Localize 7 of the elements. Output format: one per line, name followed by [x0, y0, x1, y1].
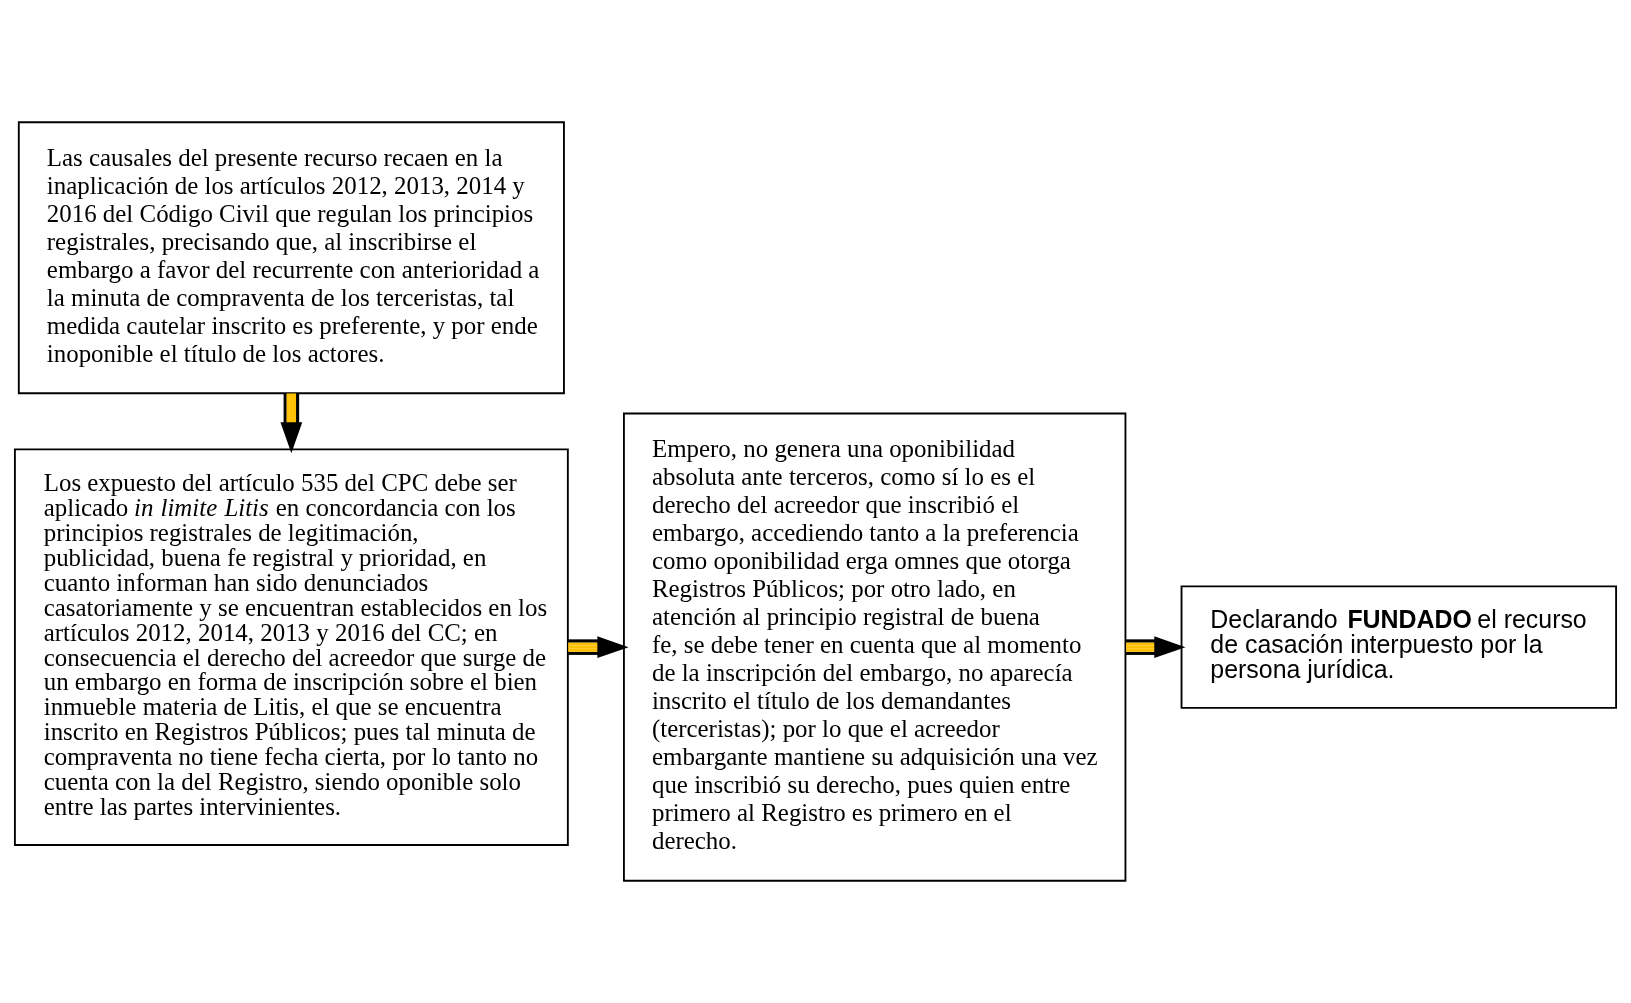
arrow [568, 636, 629, 659]
node-box: Declarando FUNDADO el recurso de casación interpuesto por la persona jurídica. [1180, 585, 1618, 709]
arrow [280, 393, 303, 454]
arrow [1126, 636, 1186, 659]
node-box: Las causales del presente recurso recaen en la inaplicación de los artículos 2012, 2013, 2014 y 2016 del Código Civil que regulan los principios registrales, precisando que, al inscribirse el embargo a favor del recurrente con anterioridad a la minuta de compraventa de los terceristas, tal medida cautelar inscrito es preferente, y por ende inoponible el título de los actores. [17, 121, 565, 395]
node-box: Empero, no genera una oponibilidad absoluta ante terceros, como sí lo es el derecho del acreedor que inscribió el embargo, accediendo tanto a la preferencia como oponibilidad erga omnes que otorga Registros Públicos; por otro lado, en atención al principio registral de buena fe, se debe tener en cuenta que al momento de la inscripción del embargo, no aparecía inscrito el título de los demandantes (terceristas); por lo que el acreedor embargante mantiene su adquisición una vez que inscribió su derecho, pues quien entre primero al Registro es primero en el derecho. [623, 412, 1127, 882]
node-box: Los expuesto del artículo 535 del CPC debe ser aplicado in limite Litis en concordancia con los principios registrales de legitimación, publicidad, buena fe registral y prioridad, en cuanto informan han sido denunciados casatoriamente y se encuentran establecidos en los artículos 2012, 2014, 2013 y 2016 del CC; en consecuencia el derecho del acreedor que surge de un embargo en forma de inscripción sobre el bien inmueble materia de Litis, el que se encuentra inscrito en Registros Públicos; pues tal minuta de compraventa no tiene fecha cierta, por lo tanto no cuenta con la del Registro, siendo oponible solo entre las partes intervinientes. [13, 448, 569, 846]
